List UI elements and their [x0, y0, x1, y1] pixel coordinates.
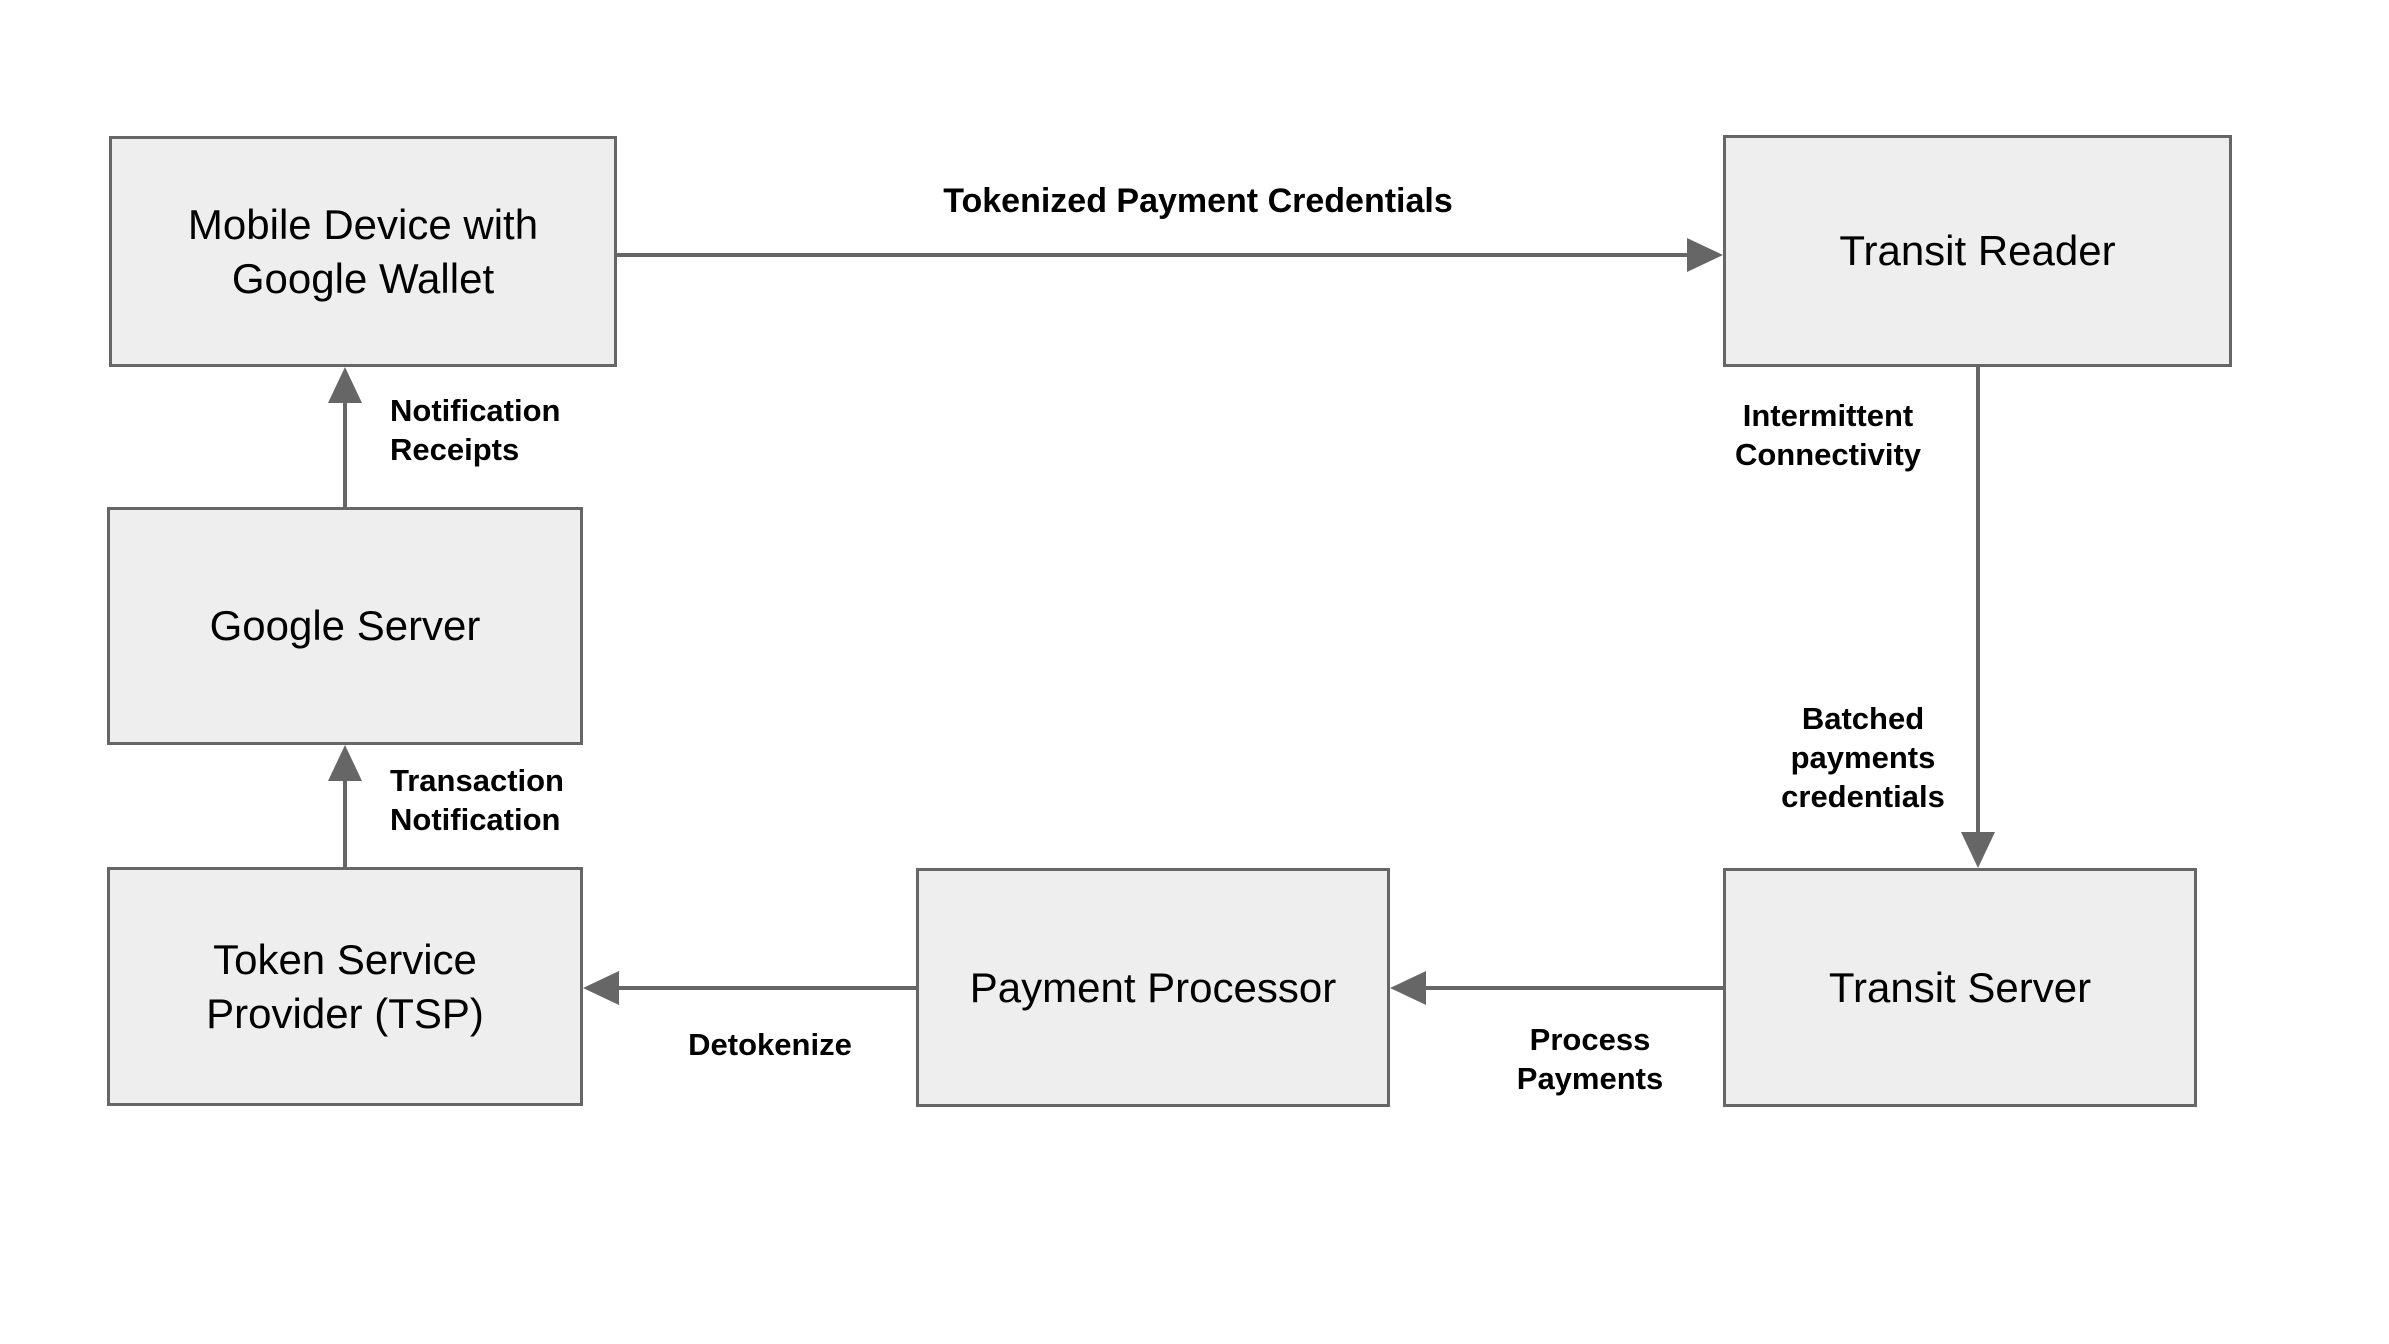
edge-label-tokenized-payment-credentials: Tokenized Payment Credentials — [943, 182, 1453, 220]
edge-label-batched-payments-credentials: Batched payments credentials — [1781, 701, 1945, 814]
node-transit-reader-label: Transit Reader — [1839, 227, 2116, 275]
edge-process-payments-arrowhead — [1390, 971, 1426, 1005]
node-mobile-device-label: Mobile Device with Google Wallet — [187, 200, 539, 302]
node-google-server[interactable]: Google Server — [107, 507, 583, 745]
edge-label-detokenize: Detokenize — [688, 1027, 852, 1062]
node-transit-server[interactable]: Transit Server — [1723, 868, 2197, 1107]
node-token-service-provider-label: Token Service Provider (TSP) — [206, 935, 484, 1037]
edge-label-process-payments: Process Payments — [1516, 1022, 1664, 1096]
node-token-service-provider[interactable]: Token Service Provider (TSP) — [107, 867, 583, 1106]
node-payment-processor-label: Payment Processor — [969, 963, 1337, 1011]
edge-label-transaction-notification: Transaction Notification — [390, 763, 564, 837]
edge-transaction-notification-arrowhead — [328, 745, 362, 781]
edge-detokenize-arrowhead — [583, 971, 619, 1005]
node-google-server-label: Google Server — [209, 602, 481, 650]
node-transit-server-label: Transit Server — [1828, 963, 2092, 1011]
node-payment-processor[interactable]: Payment Processor — [916, 868, 1390, 1107]
edge-transit-reader-to-server-arrowhead — [1961, 832, 1995, 868]
node-transit-reader[interactable]: Transit Reader — [1723, 135, 2232, 367]
edge-label-notification-receipts: Notification Receipts — [390, 393, 561, 467]
node-mobile-device[interactable]: Mobile Device with Google Wallet — [109, 136, 617, 367]
edge-notification-receipts-arrowhead — [328, 367, 362, 403]
edge-label-intermittent-connectivity: Intermittent Connectivity — [1734, 398, 1922, 472]
edge-tokenized-payment-credentials-arrowhead — [1687, 238, 1723, 272]
